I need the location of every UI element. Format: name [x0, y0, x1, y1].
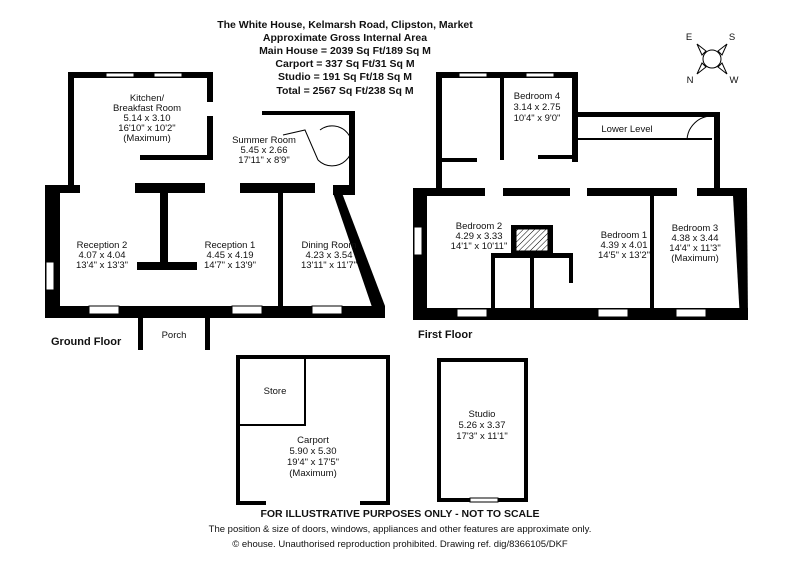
footer-note: The position & size of doors, windows, a… — [209, 524, 592, 535]
footer: FOR ILLUSTRATIVE PURPOSES ONLY - NOT TO … — [209, 508, 592, 550]
compass-w: W — [730, 75, 739, 86]
area-carport: Carport = 337 Sq Ft/31 Sq M — [275, 58, 414, 70]
lower-level-label: Lower Level — [601, 124, 652, 135]
bedroom1-imperial: 14'5" x 13'2" — [598, 250, 650, 261]
bedroom3-metric: 4.38 x 3.44 — [671, 233, 718, 244]
reception2-name: Reception 2 — [77, 240, 128, 251]
carport-metric: 5.90 x 5.30 — [289, 446, 336, 457]
compass-e: E — [686, 32, 692, 43]
outbuildings-labels: Store Carport 5.90 x 5.30 19'4" x 17'5" … — [264, 386, 508, 479]
bedroom2-metric: 4.29 x 3.33 — [455, 231, 502, 242]
outbuildings-walls — [236, 355, 528, 505]
carport-note: (Maximum) — [289, 468, 337, 479]
kitchen-note: (Maximum) — [123, 133, 171, 144]
carport-name: Carport — [297, 435, 329, 446]
first-floor-label: First Floor — [418, 329, 473, 341]
compass-n: N — [687, 75, 694, 86]
bedroom1-name: Bedroom 1 — [601, 230, 647, 241]
first-floor-labels: Bedroom 4 3.14 x 2.75 10'4" x 9'0" Lower… — [418, 91, 721, 341]
summer-name: Summer Room — [232, 135, 296, 146]
bedroom2-name: Bedroom 2 — [456, 221, 502, 232]
compass-icon: E S N W — [686, 32, 739, 86]
reception1-metric: 4.45 x 4.19 — [206, 250, 253, 261]
dining-imperial: 13'11" x 11'7" — [301, 260, 357, 271]
header: The White House, Kelmarsh Road, Clipston… — [217, 19, 473, 97]
disclaimer: FOR ILLUSTRATIVE PURPOSES ONLY - NOT TO … — [260, 508, 539, 520]
subtitle: Approximate Gross Internal Area — [263, 32, 427, 44]
reception2-metric: 4.07 x 4.04 — [78, 250, 125, 261]
kitchen-name: Kitchen/ — [130, 93, 165, 104]
bedroom4-name: Bedroom 4 — [514, 91, 560, 102]
kitchen-name-2: Breakfast Room — [113, 103, 181, 114]
summer-imperial: 17'11" x 8'9" — [238, 155, 289, 166]
first-floor-walls — [413, 72, 748, 320]
studio-name: Studio — [469, 409, 496, 420]
reception1-name: Reception 1 — [205, 240, 256, 251]
ground-floor-labels: Kitchen/ Breakfast Room 5.14 x 3.10 16'1… — [51, 93, 357, 348]
reception1-imperial: 14'7" x 13'9" — [204, 260, 256, 271]
bedroom3-imperial: 14'4" x 11'3" — [669, 243, 720, 254]
studio-imperial: 17'3" x 11'1" — [456, 431, 507, 442]
dining-metric: 4.23 x 3.54 — [305, 250, 352, 261]
area-total: Total = 2567 Sq Ft/238 Sq M — [276, 85, 413, 97]
area-main: Main House = 2039 Sq Ft/189 Sq M — [259, 45, 431, 57]
ground-floor-label: Ground Floor — [51, 336, 122, 348]
store-label: Store — [264, 386, 287, 397]
ground-floor-walls — [45, 72, 385, 350]
bedroom3-note: (Maximum) — [671, 253, 719, 264]
kitchen-imperial: 16'10" x 10'2" — [118, 123, 175, 134]
reception2-imperial: 13'4" x 13'3" — [76, 260, 128, 271]
dining-name: Dining Room — [302, 240, 357, 251]
title: The White House, Kelmarsh Road, Clipston… — [217, 19, 473, 31]
bedroom1-metric: 4.39 x 4.01 — [600, 240, 647, 251]
bedroom4-imperial: 10'4" x 9'0" — [514, 113, 561, 124]
area-studio: Studio = 191 Sq Ft/18 Sq M — [278, 71, 412, 83]
summer-metric: 5.45 x 2.66 — [240, 145, 287, 156]
copyright: © ehouse. Unauthorised reproduction proh… — [232, 539, 568, 550]
bedroom4-metric: 3.14 x 2.75 — [513, 102, 560, 113]
bedroom3-name: Bedroom 3 — [672, 223, 718, 234]
bedroom2-imperial: 14'1" x 10'11" — [451, 241, 508, 252]
porch-name: Porch — [162, 330, 187, 341]
studio-metric: 5.26 x 3.37 — [458, 420, 505, 431]
kitchen-metric: 5.14 x 3.10 — [123, 113, 170, 124]
carport-imperial: 19'4" x 17'5" — [287, 457, 339, 468]
compass-s: S — [729, 32, 735, 43]
